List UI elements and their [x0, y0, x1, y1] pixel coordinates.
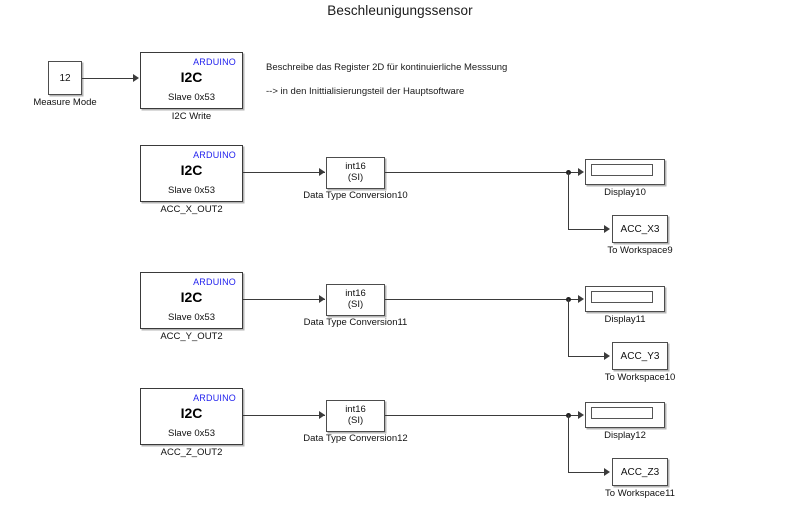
constant-block-label: Measure Mode: [33, 97, 97, 108]
display11-value: [591, 291, 653, 303]
data-type-conversion-block-10[interactable]: int16 (SI) Data Type Conversion10: [303, 157, 408, 201]
data-type-conversion-block-12[interactable]: int16 (SI) Data Type Conversion12: [303, 400, 408, 444]
i2c-read-block-acc-y[interactable]: ARDUINO I2C Slave 0x53 ACC_Y_OUT2: [140, 272, 243, 342]
to-workspace-block-11[interactable]: ACC_Z3 To Workspace11: [605, 458, 675, 499]
data-type-conversion-block-11[interactable]: int16 (SI) Data Type Conversion11: [304, 284, 407, 328]
i2c-read-block-acc-x[interactable]: ARDUINO I2C Slave 0x53 ACC_X_OUT2: [140, 145, 243, 215]
display10-block-label: Display10: [604, 187, 646, 198]
display-block-10[interactable]: Display10: [585, 159, 665, 198]
conv10-block-label: Data Type Conversion10: [303, 190, 408, 201]
wire-accz-branch-right: [568, 472, 606, 473]
i2c-write-slave-address: Slave 0x53: [167, 92, 215, 103]
workspace10-variable: ACC_Y3: [620, 350, 660, 362]
arrow-i2c-write-input: [133, 74, 139, 82]
workspace10-block-label: To Workspace10: [604, 372, 676, 383]
arrow-workspace10-input: [604, 352, 610, 360]
wire-accy-branch-right: [568, 356, 606, 357]
wire-accx-i2c-to-conv: [243, 172, 325, 173]
display10-value: [591, 164, 653, 176]
arduino-vendor-label: ARDUINO: [193, 277, 236, 287]
wire-conv11-to-display: [385, 299, 581, 300]
wire-accx-branch-right: [568, 229, 606, 230]
wire-accy-i2c-to-conv: [243, 299, 325, 300]
i2c-acc-z-block-label: ACC_Z_OUT2: [160, 447, 223, 458]
constant-value: 12: [59, 72, 71, 84]
annotation-init-note: --> in den Inittialisierungsteil der Hau…: [266, 86, 465, 97]
arrow-conv11-input: [319, 295, 325, 303]
i2c-acc-x-title: I2C: [180, 162, 203, 179]
conv10-type: int16: [345, 161, 366, 173]
diagram-title: Beschleunigungssensor: [327, 3, 473, 18]
wire-accz-branch-down: [568, 415, 569, 473]
constant-block-measure-mode[interactable]: 12 Measure Mode: [33, 61, 97, 108]
arrow-display10-input: [578, 168, 584, 176]
conv11-type: int16: [345, 288, 366, 300]
wire-conv12-to-display: [385, 415, 581, 416]
i2c-acc-x-slave-address: Slave 0x53: [167, 185, 215, 196]
i2c-acc-y-title: I2C: [180, 289, 203, 306]
workspace11-block-label: To Workspace11: [605, 488, 675, 499]
conv11-block-label: Data Type Conversion11: [303, 317, 408, 328]
display-block-12[interactable]: Display12: [585, 402, 665, 441]
arduino-vendor-label: ARDUINO: [193, 393, 236, 403]
wire-accx-branch-down: [568, 172, 569, 230]
display12-value: [591, 407, 653, 419]
arrow-workspace11-input: [604, 468, 610, 476]
i2c-acc-z-slave-address: Slave 0x53: [167, 428, 215, 439]
wire-accz-i2c-to-conv: [243, 415, 325, 416]
annotation-register-note: Beschreibe das Register 2D für kontinuie…: [266, 62, 508, 73]
arrow-conv10-input: [319, 168, 325, 176]
i2c-write-block[interactable]: ARDUINO I2C Slave 0x53 I2C Write: [140, 52, 243, 122]
display-block-11[interactable]: Display11: [585, 286, 665, 325]
workspace9-variable: ACC_X3: [620, 223, 660, 235]
conv12-mode: (SI): [347, 415, 364, 426]
i2c-write-block-label: I2C Write: [171, 111, 212, 122]
wire-accy-branch-down: [568, 299, 569, 357]
to-workspace-block-9[interactable]: ACC_X3 To Workspace9: [607, 215, 673, 256]
wire-constant-to-i2c-write: [82, 78, 134, 79]
arrow-display11-input: [578, 295, 584, 303]
i2c-write-title: I2C: [180, 69, 203, 86]
to-workspace-block-10[interactable]: ACC_Y3 To Workspace10: [605, 342, 675, 383]
wire-conv10-to-display: [385, 172, 581, 173]
arrow-conv12-input: [319, 411, 325, 419]
display11-block-label: Display11: [604, 314, 646, 325]
arduino-vendor-label: ARDUINO: [193, 150, 236, 160]
i2c-acc-z-title: I2C: [180, 405, 203, 422]
i2c-acc-y-slave-address: Slave 0x53: [167, 312, 215, 323]
workspace9-block-label: To Workspace9: [607, 245, 673, 256]
workspace11-variable: ACC_Z3: [620, 466, 660, 478]
display12-block-label: Display12: [604, 430, 646, 441]
arduino-vendor-label: ARDUINO: [193, 57, 236, 67]
conv11-mode: (SI): [347, 299, 364, 310]
i2c-read-block-acc-z[interactable]: ARDUINO I2C Slave 0x53 ACC_Z_OUT2: [140, 388, 243, 458]
i2c-acc-x-block-label: ACC_X_OUT2: [160, 204, 223, 215]
arrow-workspace9-input: [604, 225, 610, 233]
conv10-mode: (SI): [347, 172, 364, 183]
conv12-type: int16: [345, 404, 366, 416]
arrow-display12-input: [578, 411, 584, 419]
conv12-block-label: Data Type Conversion12: [303, 433, 408, 444]
i2c-acc-y-block-label: ACC_Y_OUT2: [160, 331, 223, 342]
